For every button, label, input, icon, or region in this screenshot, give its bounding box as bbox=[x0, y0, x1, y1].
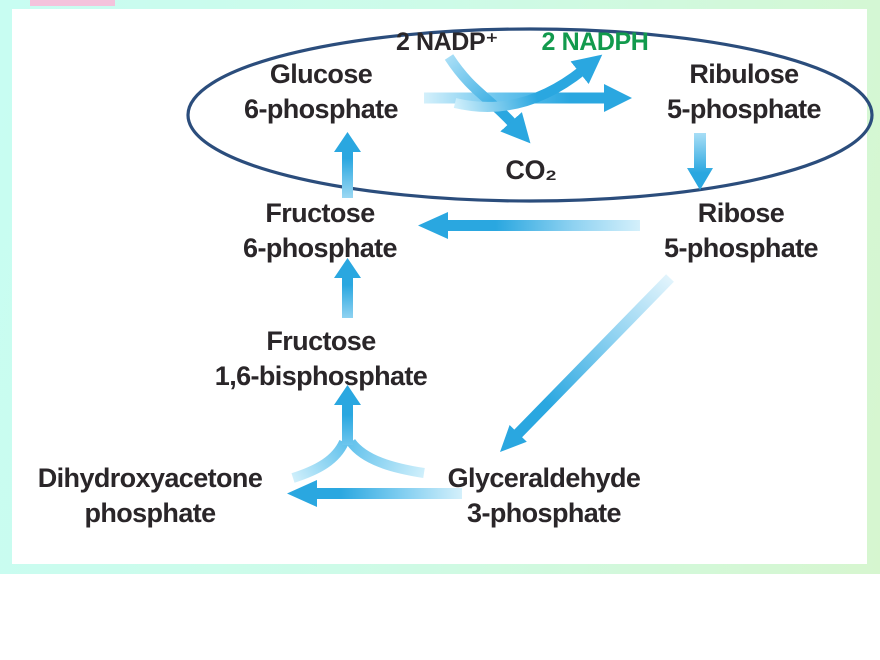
arrow-ribose5p-to-fructose6p bbox=[418, 212, 640, 239]
node-fructose-6-phosphate-line2: 6-phosphate bbox=[243, 233, 398, 263]
arrow-ribose5p-to-g3p-diagonal bbox=[500, 274, 674, 452]
node-glyceraldehyde-3-phosphate: Glyceraldehyde 3-phosphate bbox=[448, 461, 641, 531]
node-fructose-6-phosphate-line1: Fructose bbox=[265, 198, 375, 228]
node-dihydroxyacetone-phosphate-line1: Dihydroxyacetone bbox=[37, 463, 263, 493]
node-dihydroxyacetone-phosphate: Dihydroxyacetone phosphate bbox=[37, 461, 263, 531]
node-glyceraldehyde-3-phosphate-line2: 3-phosphate bbox=[467, 498, 622, 528]
node-ribose-5-phosphate-line1: Ribose bbox=[697, 198, 785, 228]
node-glucose-6-phosphate-line1: Glucose bbox=[269, 59, 373, 89]
node-fructose-16-bisphosphate-line1: Fructose bbox=[266, 326, 376, 356]
node-ribulose-5-phosphate-line1: Ribulose bbox=[689, 59, 799, 89]
node-glyceraldehyde-3-phosphate-line1: Glyceraldehyde bbox=[447, 463, 641, 493]
label-nadp: 2 NADP⁺ bbox=[395, 28, 499, 56]
arrow-fructose6p-to-glucose6p bbox=[334, 132, 361, 198]
node-fructose-16-bisphosphate: Fructose 1,6-bisphosphate bbox=[214, 324, 428, 394]
node-ribulose-5-phosphate-line2: 5-phosphate bbox=[667, 94, 822, 124]
node-ribose-5-phosphate-line2: 5-phosphate bbox=[664, 233, 819, 263]
node-glucose-6-phosphate: Glucose 6-phosphate bbox=[244, 57, 399, 127]
node-ribulose-5-phosphate: Ribulose 5-phosphate bbox=[667, 57, 822, 127]
oxidative-phase-ellipse bbox=[186, 27, 874, 203]
node-dihydroxyacetone-phosphate-line2: phosphate bbox=[84, 498, 216, 528]
arrow-ribulose5p-to-ribose5p bbox=[687, 133, 713, 190]
pink-accent-bar bbox=[30, 0, 115, 6]
node-glucose-6-phosphate-line2: 6-phosphate bbox=[244, 94, 399, 124]
node-fructose-16-bisphosphate-line2: 1,6-bisphosphate bbox=[214, 361, 428, 391]
label-co2: CO₂ bbox=[505, 155, 557, 185]
node-fructose-6-phosphate: Fructose 6-phosphate bbox=[243, 196, 398, 266]
arrow-nadp-to-co2-curve bbox=[444, 54, 531, 144]
label-nadph: 2 NADPH bbox=[541, 28, 649, 56]
arrow-condensation-to-fructose16bp bbox=[291, 385, 425, 483]
arrow-to-nadph-curve bbox=[453, 54, 603, 112]
arrow-g3p-to-dhap bbox=[287, 480, 462, 507]
node-ribose-5-phosphate: Ribose 5-phosphate bbox=[664, 196, 819, 266]
arrow-fructose16bp-to-fructose6p bbox=[334, 258, 361, 318]
